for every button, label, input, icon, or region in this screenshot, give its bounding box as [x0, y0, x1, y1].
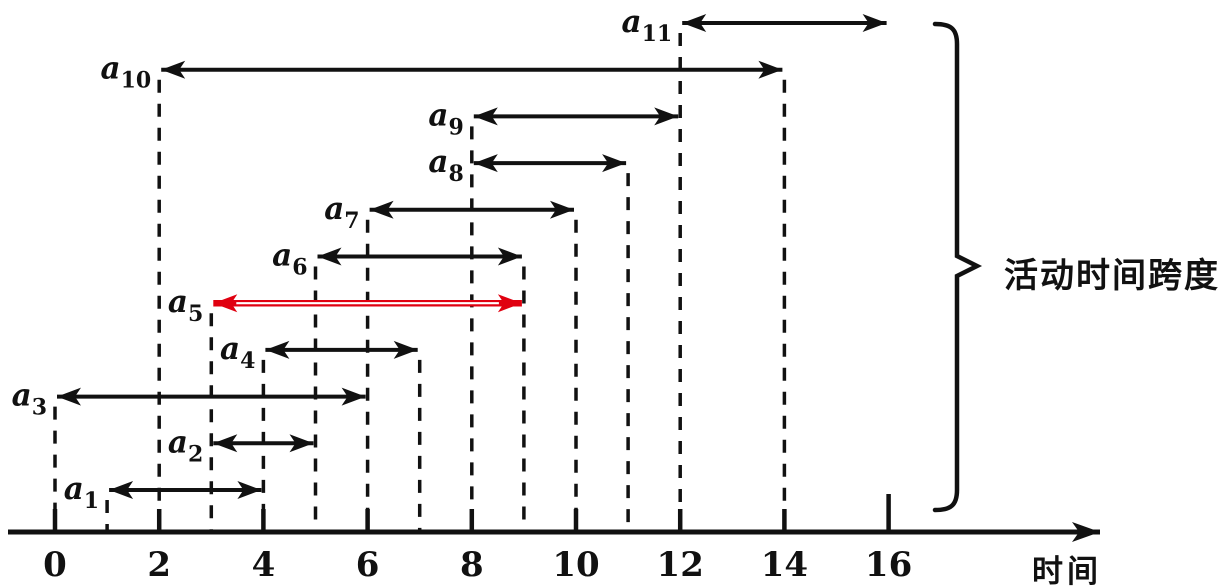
span-brace	[932, 21, 983, 513]
activity-label-a10: a10	[100, 51, 151, 94]
axis-tick-label-16: 16	[865, 545, 912, 585]
axis-tick-label-6: 6	[356, 545, 380, 585]
brace-label: 活动时间跨度	[1004, 257, 1220, 295]
activity-label-a5: a5	[168, 284, 203, 327]
activity-label-a1: a1	[64, 471, 99, 514]
activity-label-a11: a11	[621, 4, 672, 47]
axis-tick-label-14: 14	[761, 545, 808, 585]
activity-label-a2: a2	[168, 424, 203, 467]
axis-tick-label-4: 4	[252, 545, 276, 585]
axis-tick-label-0: 0	[43, 545, 67, 585]
axis-tick-label-12: 12	[657, 545, 704, 585]
axis-label: 时间	[1032, 554, 1102, 586]
activity-label-a9: a9	[428, 97, 463, 140]
activity-label-a8: a8	[428, 144, 463, 187]
axis-tick-label-10: 10	[552, 545, 599, 585]
activity-label-a6: a6	[272, 238, 307, 281]
activity-label-a4: a4	[220, 331, 255, 374]
activity-label-a7: a7	[324, 191, 359, 234]
axis-tick-label-2: 2	[147, 545, 171, 585]
axis-tick-label-8: 8	[460, 545, 484, 585]
activity-label-a3: a3	[12, 378, 47, 421]
